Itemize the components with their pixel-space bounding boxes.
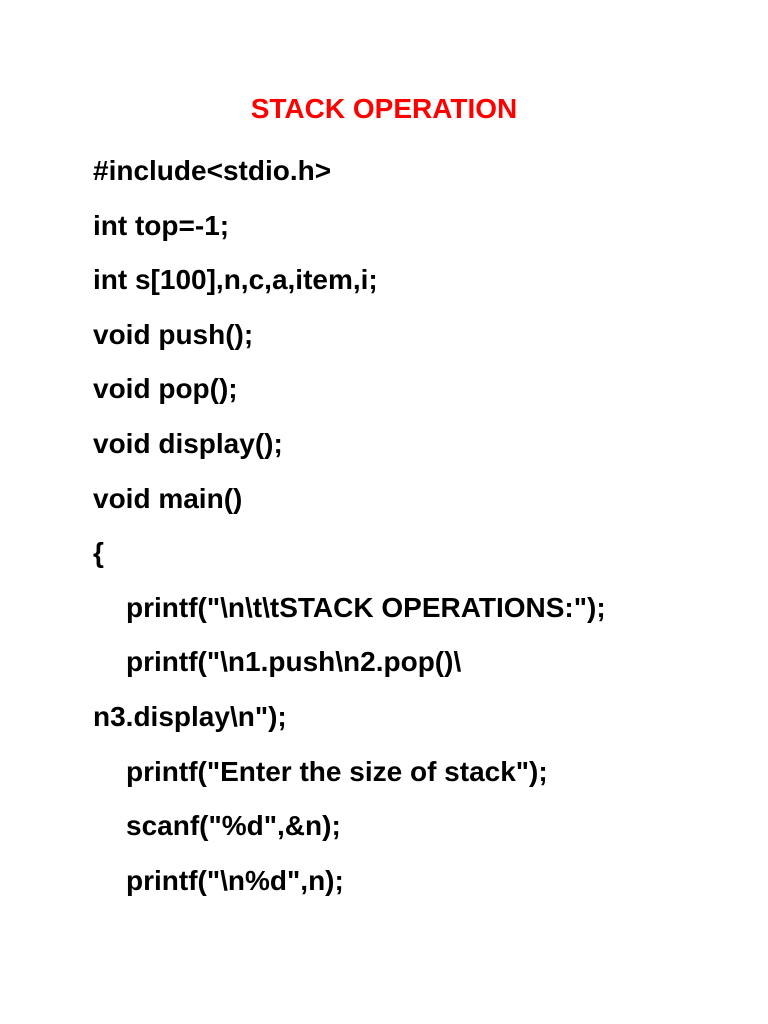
code-line: int top=-1; — [93, 209, 230, 241]
code-line: { — [93, 537, 104, 569]
code-line: #include<stdio.h> — [93, 155, 332, 186]
code-line: void display(); — [93, 427, 283, 459]
code-line: printf("\n1.push\n2.pop()\ — [126, 646, 462, 678]
code-block: #include<stdio.h> int top=-1; int s[100]… — [93, 144, 733, 908]
code-line: scanf("%d",&n); — [126, 810, 341, 842]
code-line: printf("\n%d",n); — [126, 864, 344, 896]
code-line: void pop(); — [93, 373, 238, 405]
code-line: n3.display\n"); — [93, 700, 287, 732]
code-line: int s[100],n,c,a,item,i; — [93, 264, 378, 296]
document-title: STACK OPERATION — [250, 93, 518, 124]
code-line: void push(); — [93, 318, 254, 350]
code-line: printf("\n\t\tSTACK OPERATIONS:"); — [126, 591, 606, 623]
code-line: void main() — [93, 482, 243, 514]
code-line: printf("Enter the size of stack"); — [126, 755, 548, 787]
